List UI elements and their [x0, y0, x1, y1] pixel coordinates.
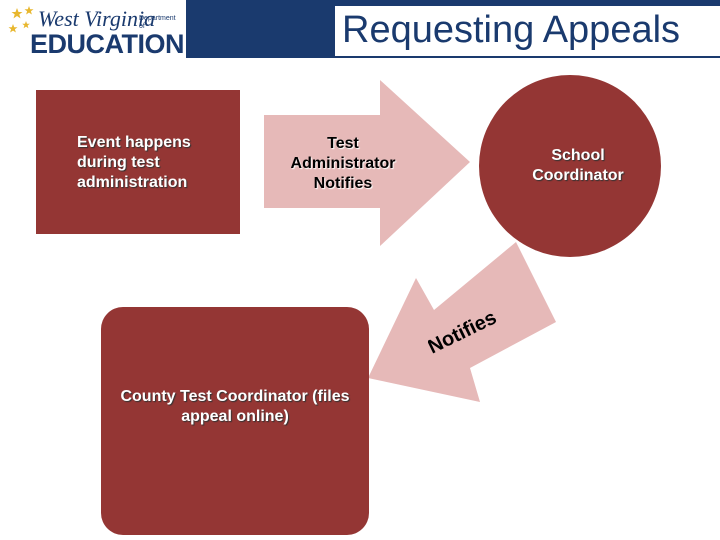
notifies-curved-label: Notifies [428, 307, 500, 358]
notifies-arrow [368, 242, 556, 402]
wv-education-logo: West Virginia Department of EDUCATION [8, 4, 186, 59]
event-box [36, 90, 240, 234]
county-box [101, 307, 369, 535]
page-title: Requesting Appeals [342, 9, 681, 51]
test-administrator-arrow [264, 80, 470, 246]
school-coordinator-circle [479, 75, 661, 257]
county-box-label: County Test Coordinator (files appeal on… [120, 388, 350, 425]
notifies-text: Notifies [428, 307, 500, 358]
svg-text:Notifies: Notifies [428, 307, 500, 358]
logo-education: EDUCATION [30, 29, 185, 59]
header-bar: Requesting Appeals West Virginia Departm… [0, 0, 720, 59]
stars-icon [8, 6, 34, 33]
test-administrator-arrow-label: Test Administrator Notifies [290, 135, 396, 192]
logo-state-name: West Virginia [38, 6, 156, 31]
event-box-label: Event happens during test administration [77, 134, 191, 191]
title-background [335, 6, 720, 56]
school-coordinator-label: School Coordinator [532, 147, 624, 184]
logo-department: Department of [139, 15, 176, 30]
